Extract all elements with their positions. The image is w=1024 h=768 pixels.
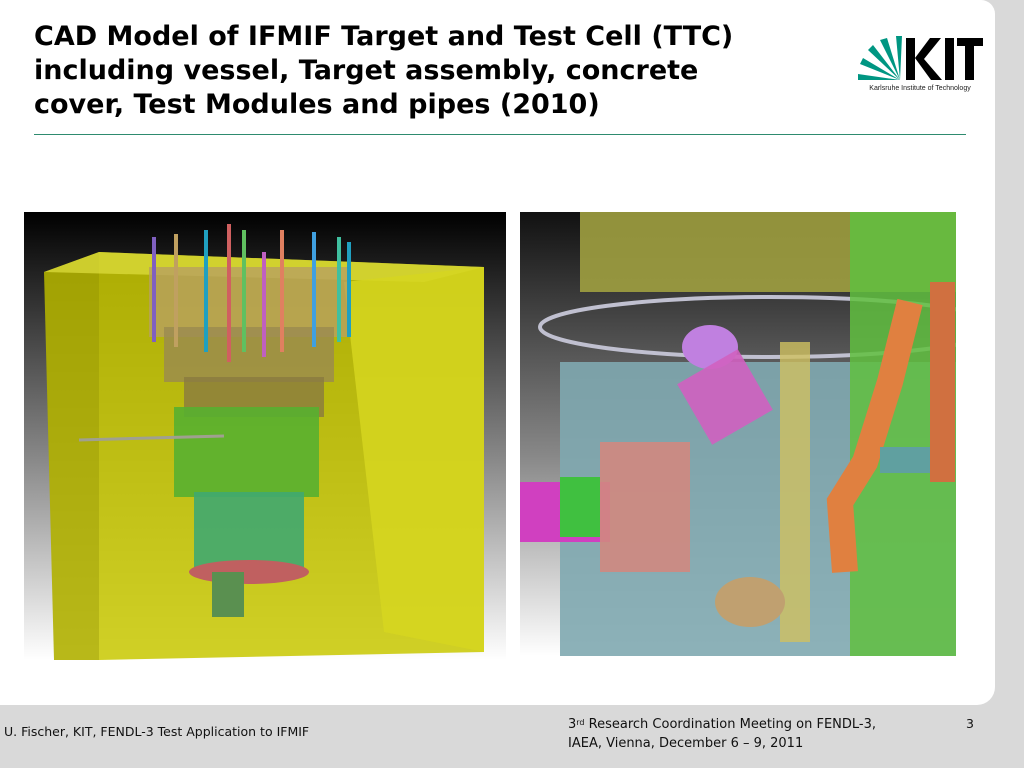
kit-logo-subtitle: Karlsruhe Institute of Technology <box>869 85 971 92</box>
footer-meeting-line1: 3rd Research Coordination Meeting on FEN… <box>568 715 948 734</box>
meeting-number: 3 <box>568 717 577 732</box>
ttc-overview-cad-image <box>24 212 506 660</box>
title-divider <box>34 134 966 135</box>
footer-meeting: 3rd Research Coordination Meeting on FEN… <box>568 715 948 753</box>
kit-logo: Karlsruhe Institute of Technology <box>856 34 984 96</box>
footer-meeting-line2: IAEA, Vienna, December 6 – 9, 2011 <box>568 736 804 751</box>
ttc-detail-cad-image <box>520 212 956 656</box>
meeting-ordinal-suffix: rd <box>576 718 585 727</box>
kit-logo-mark <box>858 36 983 80</box>
footer-author: U. Fischer, KIT, FENDL-3 Test Applicatio… <box>4 724 310 739</box>
slide-title: CAD Model of IFMIF Target and Test Cell … <box>34 21 734 120</box>
page-number: 3 <box>966 716 974 731</box>
slide-canvas: CAD Model of IFMIF Target and Test Cell … <box>0 0 995 705</box>
meeting-line1-text: Research Coordination Meeting on FENDL-3… <box>584 717 877 732</box>
